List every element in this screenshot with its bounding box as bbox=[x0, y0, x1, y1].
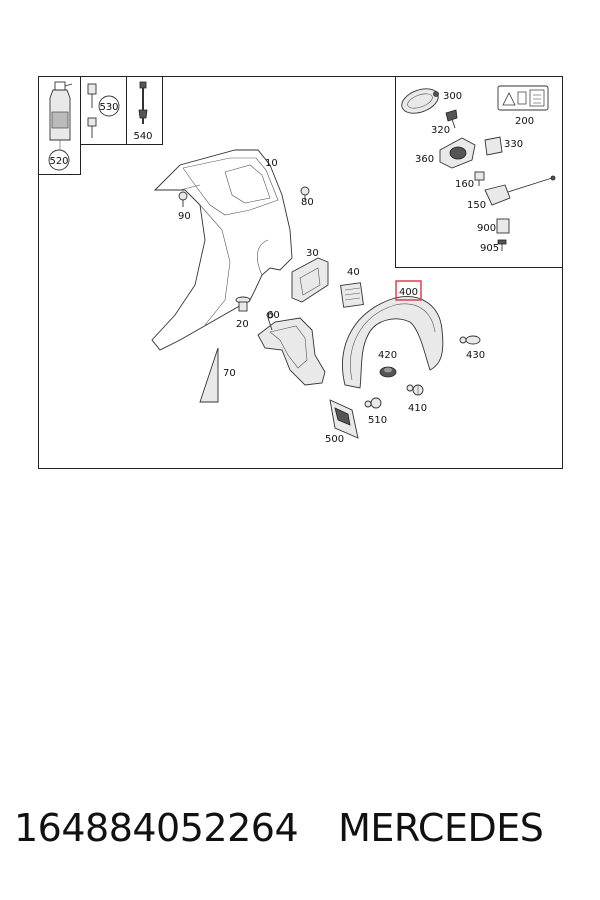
vent-grille-icon bbox=[340, 282, 364, 308]
label-320: 320 bbox=[431, 125, 450, 136]
trim-strip-icon bbox=[199, 347, 219, 403]
label-330: 330 bbox=[504, 139, 523, 150]
brand-name: MERCEDES bbox=[338, 806, 544, 850]
screw-icon bbox=[445, 109, 458, 129]
label-200: 200 bbox=[515, 116, 534, 127]
wheel-arch-inner-icon bbox=[257, 311, 326, 386]
pin-icon bbox=[138, 81, 148, 124]
plug-icon bbox=[235, 296, 251, 312]
warning-label-icon bbox=[497, 85, 549, 111]
label-500: 500 bbox=[325, 434, 344, 445]
clip-icon bbox=[178, 191, 188, 207]
label-900: 900 bbox=[477, 223, 496, 234]
wheel-liner-icon bbox=[342, 296, 444, 389]
label-80: 80 bbox=[301, 197, 314, 208]
inset-box bbox=[395, 76, 563, 268]
label-60: 60 bbox=[267, 310, 280, 321]
clip-icon bbox=[484, 136, 503, 156]
connector-icon bbox=[496, 218, 510, 234]
diagram-frame bbox=[38, 76, 563, 469]
label-530: 530 bbox=[99, 102, 118, 113]
label-420: 420 bbox=[378, 350, 397, 361]
label-20: 20 bbox=[236, 319, 249, 330]
side-panel-icon bbox=[151, 149, 293, 351]
label-90: 90 bbox=[178, 211, 191, 222]
accessory-box bbox=[126, 76, 163, 145]
label-400: 400 bbox=[399, 287, 418, 298]
spray-bottle-icon bbox=[49, 81, 73, 150]
fuel-housing-icon bbox=[439, 137, 476, 169]
label-510: 510 bbox=[368, 415, 387, 426]
clip-icon bbox=[300, 186, 310, 200]
callout-circle bbox=[98, 95, 120, 117]
callout-circle bbox=[48, 149, 70, 171]
bolt-icon bbox=[87, 83, 97, 138]
actuator-icon bbox=[484, 175, 556, 206]
mud-flap-icon bbox=[329, 399, 359, 439]
label-520: 520 bbox=[49, 156, 68, 167]
label-905: 905 bbox=[480, 243, 499, 254]
label-430: 430 bbox=[466, 350, 485, 361]
clip-icon bbox=[474, 171, 485, 186]
label-70: 70 bbox=[223, 368, 236, 379]
label-160: 160 bbox=[455, 179, 474, 190]
clip-icon bbox=[459, 335, 481, 345]
label-360: 360 bbox=[415, 154, 434, 165]
footer: 164884052264 MERCEDES bbox=[14, 806, 594, 856]
bracket-icon bbox=[291, 257, 329, 303]
label-150: 150 bbox=[467, 200, 486, 211]
label-300: 300 bbox=[443, 91, 462, 102]
nut-icon bbox=[379, 366, 397, 378]
screw-icon bbox=[406, 384, 424, 396]
fuel-door-icon bbox=[401, 88, 439, 114]
label-40: 40 bbox=[347, 267, 360, 278]
part-number: 164884052264 bbox=[14, 806, 299, 850]
label-410: 410 bbox=[408, 403, 427, 414]
label-30: 30 bbox=[306, 248, 319, 259]
pin-icon bbox=[497, 239, 507, 251]
highlight-box bbox=[395, 280, 422, 301]
screw-icon bbox=[364, 397, 382, 409]
label-540: 540 bbox=[133, 131, 152, 142]
label-10: 10 bbox=[265, 158, 278, 169]
